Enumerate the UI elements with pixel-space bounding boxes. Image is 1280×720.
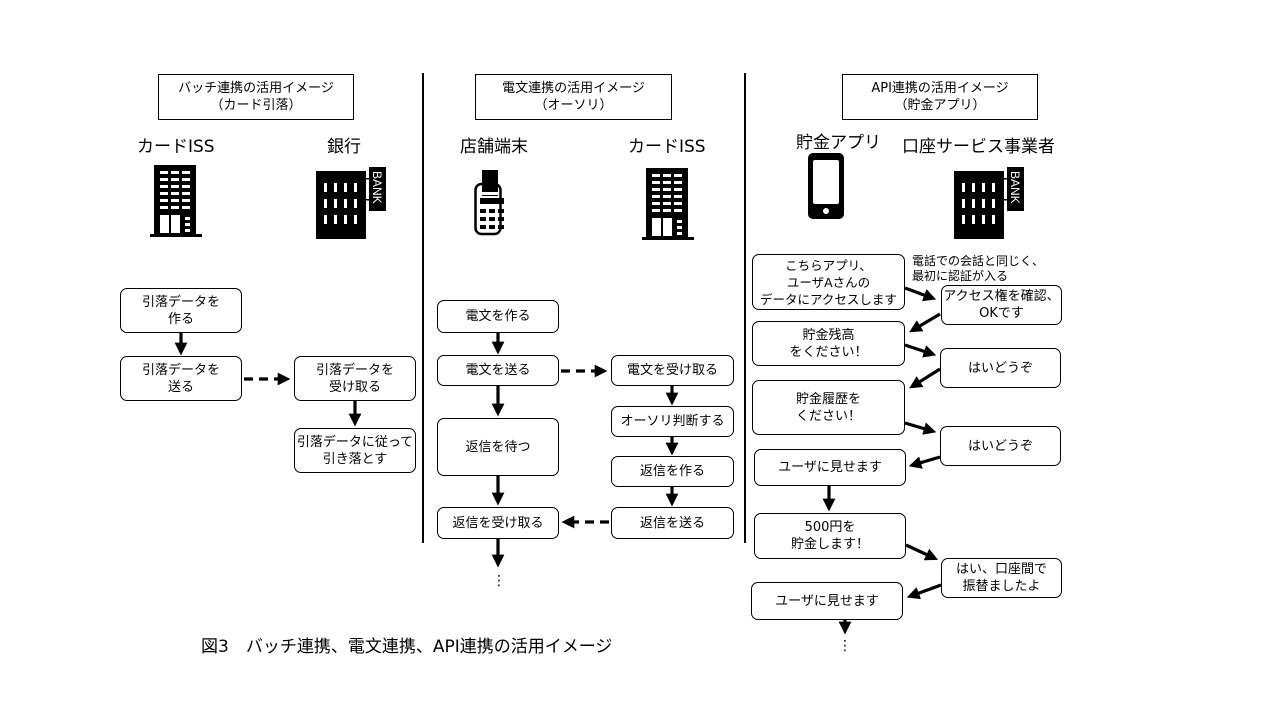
message-section-title: 電文連携の活用イメージ （オーソリ） [475,74,672,120]
api-node-access-ok: アクセス権を確認、 OKです [941,285,1062,325]
batch-node-create-debit-data: 引落データを 作る [120,288,242,333]
api-node-history-reply: はいどうぞ [940,426,1061,466]
api-node-request-access: こちらアプリ、 ユーザAさんの データにアクセスします [752,254,905,310]
message-node-create-reply: 返信を作る [611,456,734,487]
api-node-request-balance: 貯金残高 をください！ [752,321,905,366]
batch-actor-card-iss: カードISS [137,137,215,157]
api-node-transfer-done: はい、口座間で 振替ましたよ [941,558,1062,598]
api-title-line1: API連携の活用イメージ [871,81,1009,96]
api-node-balance-reply: はいどうぞ [940,348,1061,388]
batch-node-send-debit-data: 引落データを 送る [120,356,242,401]
smartphone-icon [808,153,844,219]
office-building-icon [150,165,202,237]
arrow-diag-left [909,367,941,389]
bank-sign-text: BANK [1008,171,1022,204]
message-title-line1: 電文連携の活用イメージ [502,81,645,96]
api-auth-note: 電話での会話と同じく、 最初に認証が入る [912,254,1045,283]
api-actor-account-provider: 口座サービス事業者 [902,137,1055,157]
bank-sign-text: BANK [370,171,384,204]
api-actor-savings-app: 貯金アプリ [796,133,881,153]
batch-node-receive-debit-data: 引落データを 受け取る [294,356,416,401]
section-divider [422,73,424,543]
api-node-request-deposit: 500円を 貯金します！ [754,513,906,559]
message-node-create: 電文を作る [437,300,559,333]
arrow-diag-left [908,455,941,469]
message-node-receive-reply: 返信を受け取る [437,507,559,539]
figure-caption: 図3 バッチ連携、電文連携、API連携の活用イメージ [201,637,613,657]
batch-actor-bank: 銀行 [327,137,361,157]
message-actor-card-iss: カードISS [628,137,706,157]
bank-building-icon: BANK [954,167,1024,239]
api-node-request-history: 貯金履歴を ください！ [752,380,905,435]
message-title-line2: （オーソリ） [534,98,613,113]
message-node-authorize: オーソリ判断する [611,406,734,437]
arrow-diag-right [905,543,939,561]
office-building-icon [642,168,694,240]
message-node-wait-reply: 返信を待つ [437,418,559,476]
arrow-diag-left [906,583,942,600]
message-node-send-reply: 返信を送る [611,507,734,539]
bank-building-icon: BANK [316,167,386,239]
batch-section-title: バッチ連携の活用イメージ （カード引落） [158,74,354,120]
batch-node-execute-debit: 引落データに従って 引き落とす [294,428,416,473]
message-node-receive: 電文を受け取る [611,355,734,386]
api-title-line2: （貯金アプリ） [894,98,986,113]
api-node-show-user-1: ユーザに見せます [754,449,906,486]
arrow-diag-right [904,343,937,358]
card-terminal-icon [474,170,504,236]
api-node-show-user-2: ユーザに見せます [751,582,903,620]
api-section-title: API連携の活用イメージ （貯金アプリ） [842,74,1038,120]
message-node-send: 電文を送る [437,355,559,386]
arrow-diag-left [909,312,941,333]
arrow-diag-right [904,421,937,435]
batch-title-line1: バッチ連携の活用イメージ [178,81,334,96]
section-divider [744,73,746,543]
message-actor-store-terminal: 店舗端末 [460,137,528,157]
batch-title-line2: （カード引落） [210,98,302,113]
arrow-diag-right [904,286,937,302]
